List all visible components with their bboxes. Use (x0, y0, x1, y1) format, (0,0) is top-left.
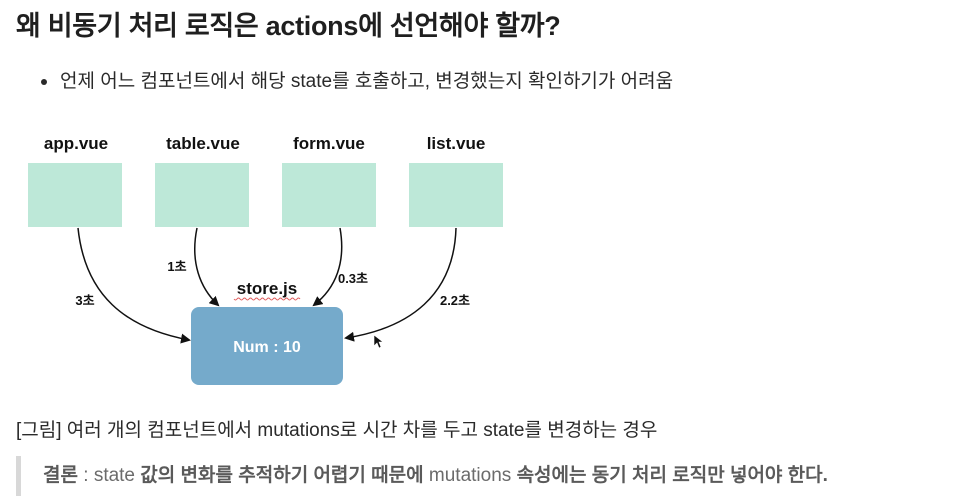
conclusion-bold-1: 값의 변화를 추적하기 어렵기 때문에 (140, 465, 424, 486)
mouse-cursor-icon (373, 334, 384, 349)
component-box-app (28, 163, 122, 227)
component-box-table (155, 163, 249, 227)
component-label-table: table.vue (166, 134, 240, 153)
bullet-text: 언제 어느 컴포넌트에서 해당 state를 호출하고, 변경했는지 확인하기가… (60, 71, 674, 92)
bullet-list: 언제 어느 컴포넌트에서 해당 state를 호출하고, 변경했는지 확인하기가… (40, 68, 673, 96)
conclusion-plain-1: state (93, 465, 141, 486)
conclusion-separator: : (77, 465, 94, 486)
conclusion-bold-2: 속성에는 동기 처리 로직만 넣어야 한다. (516, 465, 828, 486)
component-label-list: list.vue (427, 134, 486, 153)
conclusion-callout: 결론 : state 값의 변화를 추적하기 어렵기 때문에 mutations… (16, 456, 946, 496)
component-box-form (282, 163, 376, 227)
vuex-diagram: app.vue table.vue form.vue list.vue 3초 1… (28, 134, 503, 385)
figure-caption: [그림] 여러 개의 컴포넌트에서 mutations로 시간 차를 두고 st… (16, 420, 658, 441)
component-box-list (409, 163, 503, 227)
conclusion-label: 결론 (43, 465, 78, 486)
arrow-table-to-store (194, 227, 220, 307)
delay-label-list: 2.2초 (440, 293, 470, 308)
conclusion-text: 결론 : state 값의 변화를 추적하기 어렵기 때문에 mutations… (43, 465, 828, 486)
delay-label-form: 0.3초 (338, 271, 368, 286)
bullet-item: 언제 어느 컴포넌트에서 해당 state를 호출하고, 변경했는지 확인하기가… (40, 68, 673, 96)
store-label-underline (233, 297, 301, 301)
delay-label-table: 1초 (167, 259, 186, 274)
arrow-form-to-store (312, 227, 343, 307)
arrow-app-to-store (77, 227, 191, 344)
bullet-dot-icon (41, 79, 47, 85)
store-label: store.js (237, 279, 297, 298)
store-value: Num : 10 (233, 339, 301, 356)
conclusion-plain-2: mutations (423, 465, 517, 486)
delay-label-app: 3초 (75, 293, 94, 308)
component-label-app: app.vue (44, 134, 108, 153)
arrow-list-to-store (344, 227, 457, 342)
store-box (191, 307, 343, 385)
page-title: 왜 비동기 처리 로직은 actions에 선언해야 할까? (16, 11, 561, 41)
component-label-form: form.vue (293, 134, 365, 153)
